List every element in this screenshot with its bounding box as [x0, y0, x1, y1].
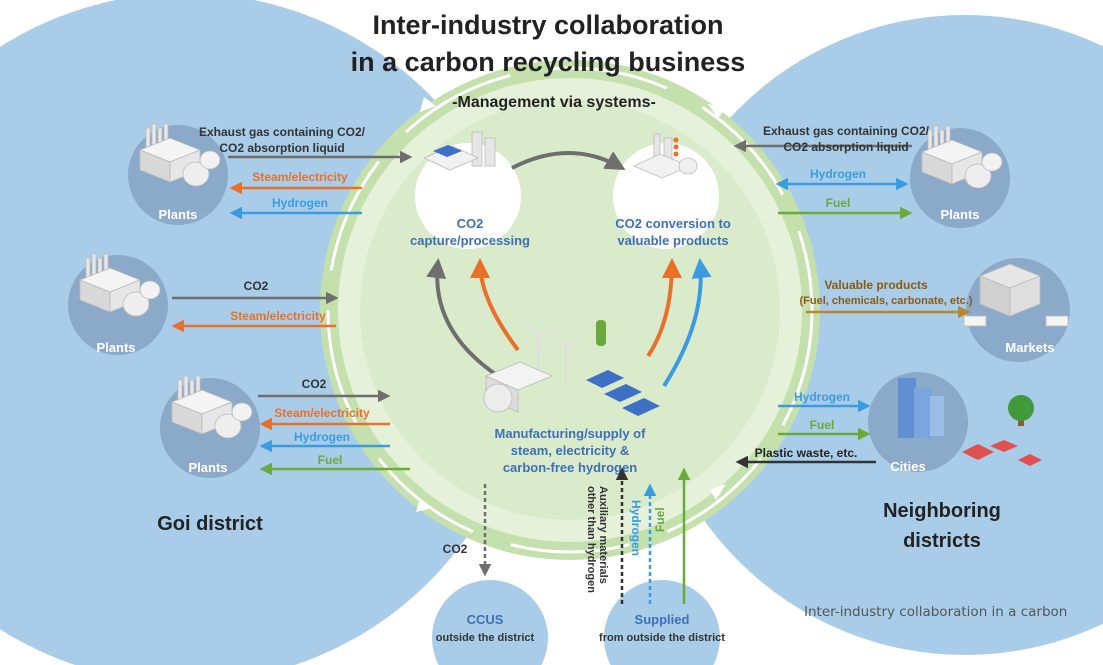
hub-conversion-label-1: CO2 conversion to	[615, 216, 731, 231]
plants-node-right: Plants	[910, 125, 1010, 228]
right-flows: Exhaust gas containing CO2/ CO2 absorpti…	[733, 124, 973, 469]
exhaust-label-left-2: CO2 absorption liquid	[219, 141, 344, 155]
system-ring-arrows	[416, 97, 726, 512]
neighboring-districts-label-1: Neighboring	[883, 500, 1001, 522]
hub-conversion-label-2: valuable products	[617, 233, 728, 248]
neighboring-districts-label-2: districts	[903, 530, 981, 552]
hub-capture: CO2 capture/processing	[410, 131, 530, 249]
markets-label: Markets	[1005, 340, 1054, 355]
ccus-node: CCUS outside the district	[436, 612, 535, 644]
fuel-label-cities: Fuel	[810, 418, 835, 432]
cities-node: Cities	[868, 372, 1042, 474]
fuel-label-left-3: Fuel	[318, 453, 343, 467]
conversion-facility-icon	[633, 133, 698, 179]
hub-capture-label-2: capture/processing	[410, 233, 530, 248]
plants-node-left-2: Plants	[68, 253, 168, 355]
supplied-node: Supplied from outside the district	[599, 612, 725, 644]
supplied-circle	[604, 580, 720, 665]
plants-label: Plants	[940, 207, 979, 222]
auxiliary-label-2: other than hydrogen	[585, 486, 597, 593]
figure-caption: Inter-industry collaboration in a carbon	[804, 604, 1068, 620]
co2-label-left-2: CO2	[244, 279, 269, 293]
valuable-products-label-2: (Fuel, chemicals, carbonate, etc.)	[799, 295, 972, 307]
supplied-label-2: from outside the district	[599, 632, 725, 644]
cities-label: Cities	[890, 459, 925, 474]
hydrogen-label-left-3: Hydrogen	[294, 430, 350, 444]
plants-label: Plants	[188, 460, 227, 475]
hydrogen-label-right: Hydrogen	[810, 167, 866, 181]
bottom-flows: CO2 Auxiliary materials other than hydro…	[443, 467, 691, 604]
hydrogen-label-cities: Hydrogen	[794, 390, 850, 404]
plants-label: Plants	[158, 207, 197, 222]
left-flows: Exhaust gas containing CO2/ CO2 absorpti…	[171, 125, 413, 476]
exhaust-label-left-1: Exhaust gas containing CO2/	[199, 125, 366, 139]
supplied-label-1: Supplied	[635, 612, 690, 627]
hub-capture-label-1: CO2	[457, 216, 484, 231]
goi-district-label: Goi district	[157, 513, 263, 535]
hub-supply-label-3: carbon-free hydrogen	[503, 460, 637, 475]
auxiliary-label-1: Auxiliary materials	[597, 486, 609, 584]
hub-supply-label-1: Manufacturing/supply of	[495, 426, 647, 441]
steam-label-left-2: Steam/electricity	[230, 309, 326, 323]
plastic-waste-label: Plastic waste, etc.	[755, 446, 858, 460]
hub-conversion: CO2 conversion to valuable products	[613, 133, 731, 249]
ccus-circle	[432, 580, 548, 665]
fuel-supply-label: Fuel	[653, 507, 667, 532]
hydrogen-label-left-1: Hydrogen	[272, 196, 328, 210]
exhaust-label-right-2: CO2 absorption liquid	[783, 140, 908, 154]
plants-label: Plants	[96, 340, 135, 355]
title-line-1: Inter-industry collaboration	[372, 10, 723, 40]
hub-supply-label-2: steam, electricity &	[511, 443, 630, 458]
internal-flows	[426, 151, 712, 388]
supply-facility-icon	[483, 317, 660, 416]
steam-label-left-1: Steam/electricity	[252, 170, 348, 184]
warehouse-icon	[963, 263, 1069, 327]
hub-capture-circle	[415, 143, 521, 249]
steam-label-left-3: Steam/electricity	[274, 406, 370, 420]
title-line-2: in a carbon recycling business	[351, 47, 746, 77]
supply-to-conversion-orange-arrow	[646, 258, 682, 358]
system-ring	[326, 66, 814, 554]
plants-node-left-1: Plants	[128, 123, 228, 225]
co2-to-ccus-label: CO2	[443, 542, 468, 556]
city-buildings-icon	[898, 378, 1042, 466]
markets-node: Markets	[963, 258, 1070, 362]
title-block: Inter-industry collaboration in a carbon…	[351, 10, 746, 111]
ccus-label-2: outside the district	[436, 632, 535, 644]
ccus-label-1: CCUS	[467, 612, 504, 627]
subtitle: -Management via systems-	[452, 94, 656, 111]
supply-to-capture-grey-arrow	[426, 258, 500, 378]
fuel-label-right: Fuel	[826, 196, 851, 210]
capture-facility-icon	[423, 131, 496, 171]
supply-to-capture-orange-arrow	[470, 258, 520, 352]
capture-to-conversion-arrow	[511, 151, 626, 170]
valuable-products-label-1: Valuable products	[824, 278, 928, 292]
exhaust-label-right-1: Exhaust gas containing CO2/	[763, 124, 930, 138]
co2-label-left-3: CO2	[302, 377, 327, 391]
hydrogen-supply-label: Hydrogen	[629, 500, 643, 556]
plants-node-left-3: Plants	[160, 375, 260, 478]
supply-to-conversion-blue-arrow	[662, 258, 712, 388]
